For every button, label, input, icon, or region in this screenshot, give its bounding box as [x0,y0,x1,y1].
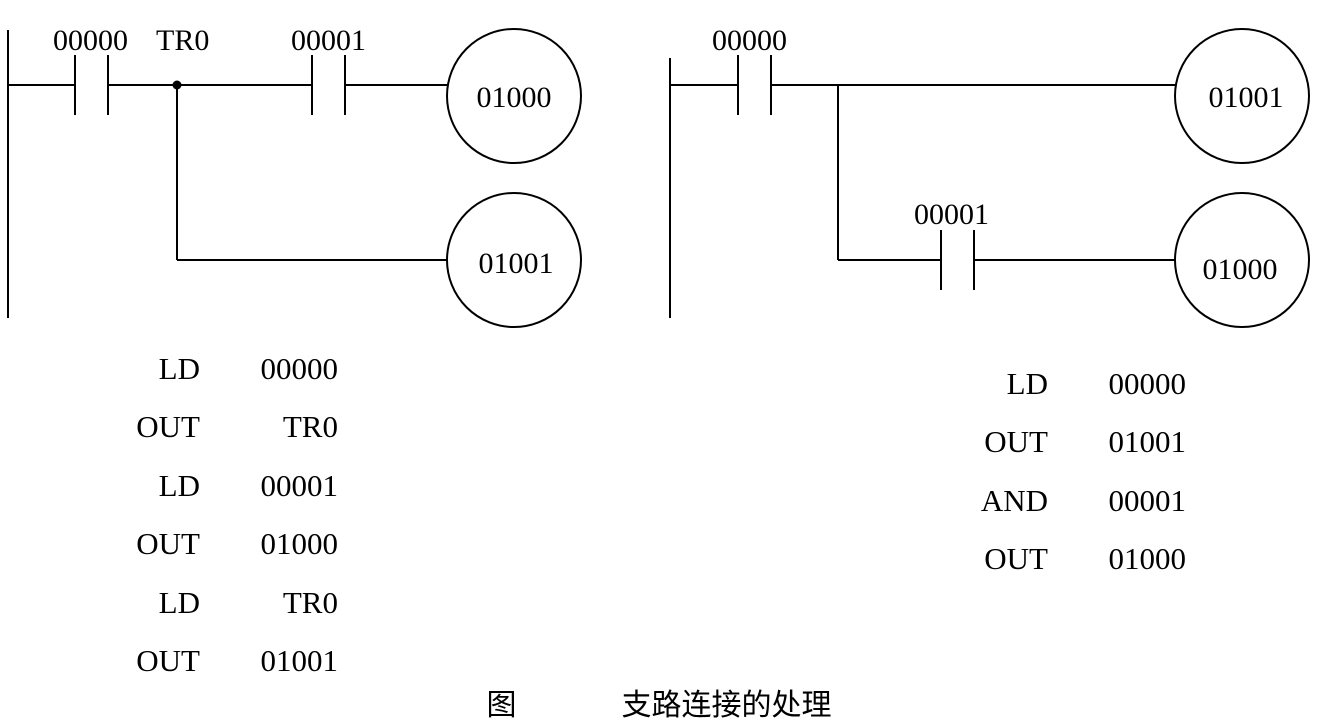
instruction-op: LD [158,585,200,620]
instruction-op: LD [1006,366,1048,401]
instruction-arg: 01001 [260,643,339,678]
instruction-op: OUT [136,643,200,678]
instruction-arg: 00000 [260,351,339,386]
right-coil-top-circle [1174,28,1310,164]
right-contact-00000-label: 00000 [712,24,787,57]
instruction-arg: TR0 [282,585,338,620]
instruction-op: LD [158,351,200,386]
left-coil-top-label: 01000 [477,81,552,114]
instruction-arg: 00000 [1108,366,1187,401]
figure-caption: 图 支路连接的处理 [486,689,832,722]
right-contact-00001-label: 00001 [914,198,989,231]
instruction-op: LD [158,468,200,503]
left-coil-top-circle [446,28,582,164]
instruction-arg: 01000 [260,526,339,561]
left-node-label: TR0 [156,24,209,57]
left-branch-junction-dot [172,80,182,90]
instruction-arg: 00001 [260,468,339,503]
instruction-op: OUT [136,526,200,561]
left-coil-bottom-circle [446,192,582,328]
left-contact-00001-label: 00001 [291,24,366,57]
instruction-arg: 00001 [1108,483,1187,518]
instruction-arg: TR0 [282,409,338,444]
instruction-arg: 01001 [1108,424,1187,459]
instruction-op: OUT [136,409,200,444]
instruction-arg: 01000 [1108,541,1187,576]
instruction-op: OUT [984,424,1048,459]
left-contact-00000-label: 00000 [53,24,128,57]
instruction-op: OUT [984,541,1048,576]
instruction-op: AND [980,483,1048,518]
right-coil-top-label: 01001 [1209,81,1284,114]
left-coil-bottom-label: 01001 [479,247,554,280]
right-coil-bottom-label: 01000 [1203,253,1278,286]
right-coil-bottom-circle [1174,192,1310,328]
